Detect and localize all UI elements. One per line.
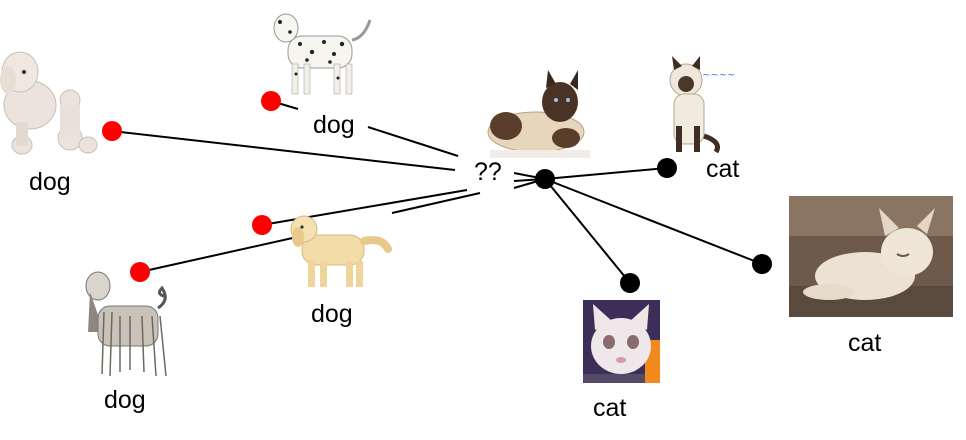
edge-siamese (544, 167, 668, 180)
dog-points (102, 91, 281, 282)
point-kitten (620, 273, 640, 293)
svg-text:~~~~: ~~~~ (702, 70, 736, 81)
kitten-icon (583, 300, 660, 383)
query-label: ?? (474, 158, 502, 186)
edge-dalmatian-query (367, 126, 459, 157)
edge-kitten (544, 178, 631, 284)
point-cream-cat (752, 254, 772, 274)
cat-points (535, 158, 772, 293)
point-siamese (657, 158, 677, 178)
label-dalmatian: dog (313, 111, 355, 139)
query-cat-icon (487, 70, 590, 158)
label-retriever: dog (311, 300, 353, 328)
point-afghan (130, 262, 150, 282)
label-siamese: cat (706, 155, 740, 183)
edge-retriever (261, 189, 468, 226)
edge-afghan (139, 232, 316, 273)
edges (111, 100, 763, 284)
siamese-cat-icon: ~~~~ (669, 56, 736, 154)
afghan-hound-icon (85, 271, 167, 377)
label-cream-cat: cat (848, 329, 882, 357)
dalmatian-icon (273, 13, 372, 95)
edge-poodle (111, 130, 456, 171)
point-retriever (252, 215, 272, 235)
label-kitten: cat (593, 394, 627, 422)
cream-cat-icon (789, 196, 953, 317)
point-query (535, 169, 555, 189)
edge-retriever-2 (391, 192, 481, 214)
edge-cream-cat (544, 178, 763, 265)
label-poodle: dog (29, 168, 71, 196)
point-dalmatian (261, 91, 281, 111)
point-poodle (102, 121, 122, 141)
label-afghan: dog (104, 386, 146, 414)
poodle-icon (0, 51, 98, 155)
golden-retriever-icon (290, 215, 392, 287)
